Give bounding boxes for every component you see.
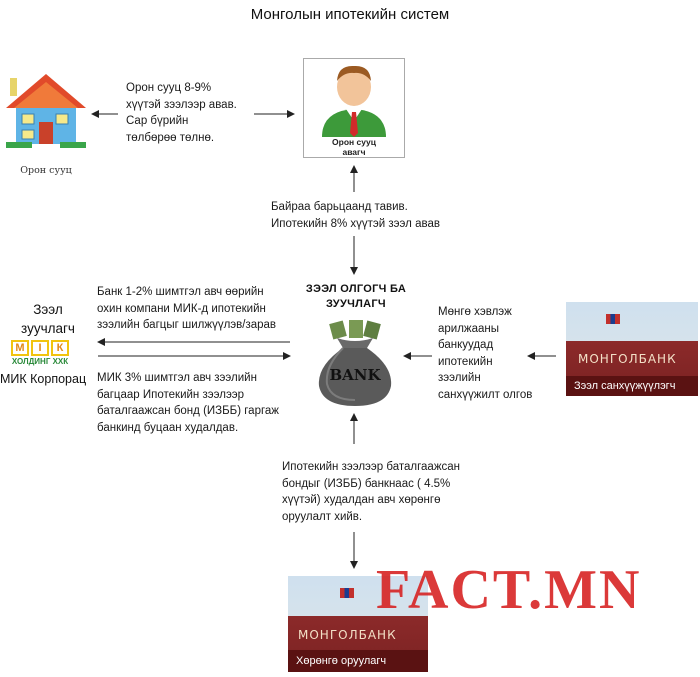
intermediary-node: Зээл зуучлагч М І К ХОЛДИНГ ХХК МИК Корп… <box>0 300 96 400</box>
step-bonds-line-2: бондыг (ИЗББ) банкнаас ( 4.5% <box>282 477 451 490</box>
house-node: Орон сууц <box>4 70 88 176</box>
step-buy-bonds: Ипотекийн зээлээр баталгаажсан бондыг (И… <box>282 459 492 525</box>
mik-logo-letter-2: І <box>31 340 49 356</box>
step-collateral-line-1: Байраа барьцаанд тавив. <box>271 201 408 213</box>
watermark-logo: FACT.MN <box>376 559 642 621</box>
step-print-line-1: Мөнгө хэвлэж <box>438 306 512 318</box>
step-issue-line-2: багцаар Ипотекийн зээлээр <box>97 388 245 401</box>
step-print-line-6: санхүүжилт олгов <box>438 388 533 401</box>
mik-logo-letter-3: К <box>51 340 69 356</box>
borrower-node: Орон сууц авагч <box>303 58 405 158</box>
step-issue-line-1: МИК 3% шимтгэл авч зээлийн <box>97 372 257 384</box>
bank-node: BANK <box>305 318 405 408</box>
step-buy-with-loan: Орон сууц 8-9% хүүтэй зээлээр авав. Сар … <box>126 80 256 146</box>
mongolbank-investor-card: МОНГОЛБАНК Хөрөнгө оруулагч <box>288 576 428 672</box>
step-print-line-5: зээлийн <box>438 372 481 384</box>
step-buy-line-1: Орон сууц 8-9% <box>126 82 212 94</box>
step-collateral-line-2: Ипотекийн 8% хүүтэй зээл авав <box>271 217 440 230</box>
borrower-caption-2: авагч <box>342 147 366 157</box>
bank-title-line-2: ЗУУЧЛАГЧ <box>326 298 386 310</box>
step-transfer-line-3: зээлийн багцыг шилжүүлэв/зарав <box>97 319 277 331</box>
house-icon <box>6 74 86 148</box>
step-print-line-3: банкуудад <box>438 339 494 351</box>
mongolbank-lender-name: МОНГОЛБАНК <box>578 352 677 366</box>
flag-icon <box>606 314 620 324</box>
step-buy-line-3: Сар бүрийн <box>126 115 189 127</box>
mongolbank-investor-strip: Хөрөнгө оруулагч <box>288 650 428 672</box>
mik-corp-name: МИК Корпорац <box>0 372 87 386</box>
borrower-caption-1: Орон сууц <box>332 137 376 147</box>
step-transfer-line-1: Банк 1-2% шимтгэл авч өөрийн <box>97 286 264 298</box>
mongolbank-lender-strip: Зээл санхүүжүүлэгч <box>566 376 698 396</box>
mik-logo-sub: ХОЛДИНГ ХХК <box>11 357 69 366</box>
step-print-line-4: ипотекийн <box>438 355 493 368</box>
step-buy-line-2: хүүтэй зээлээр авав. <box>126 98 237 111</box>
step-collateral: Байраа барьцаанд тавив. Ипотекийн 8% хүү… <box>271 199 471 232</box>
step-print-money: Мөнгө хэвлэж арилжааны банкуудад ипотеки… <box>438 304 550 403</box>
step-issue-bonds: МИК 3% шимтгэл авч зээлийн багцаар Ипоте… <box>97 370 307 436</box>
intermediary-title-2: зуучлагч <box>21 321 75 336</box>
bank-title-line-1: ЗЭЭЛ ОЛГОГЧ БА <box>305 283 407 295</box>
step-bonds-line-3: хүүтэй) худалдан авч хөрөнгө <box>282 494 441 506</box>
mongolbank-investor-name: МОНГОЛБАНК <box>298 628 397 642</box>
step-issue-line-3: баталгаажсан бонд (ИЗББ) гаргаж <box>97 405 279 417</box>
mik-logo-letter-1: М <box>11 340 29 356</box>
flag-icon <box>340 588 354 598</box>
step-bonds-line-1: Ипотекийн зээлээр баталгаажсан <box>282 461 461 473</box>
step-print-line-2: арилжааны <box>438 322 500 335</box>
intermediary-title-1: Зээл <box>33 302 63 317</box>
diagram-title: Монголын ипотекийн систем <box>250 6 450 23</box>
mongolbank-lender-card: МОНГОЛБАНК Зээл санхүүжүүлэгч <box>566 302 698 396</box>
step-buy-line-4: төлбөрөө төлнө. <box>126 131 215 144</box>
person-icon <box>322 65 386 137</box>
step-bonds-line-4: оруулалт хийв. <box>282 510 363 523</box>
mik-logo: М І К ХОЛДИНГ ХХК <box>6 340 74 366</box>
house-caption: Орон сууц <box>20 165 72 176</box>
money-bag-icon <box>318 320 392 406</box>
bank-title: ЗЭЭЛ ОЛГОГЧ БА ЗУУЧЛАГЧ <box>294 282 418 312</box>
step-issue-line-4: банкинд буцаан худалдав. <box>97 421 239 434</box>
step-transfer-line-2: охин компани МИК-д ипотекийн <box>97 302 266 315</box>
step-transfer-to-mik: Банк 1-2% шимтгэл авч өөрийн охин компан… <box>97 284 297 334</box>
bank-bag-label: BANK <box>329 366 381 384</box>
